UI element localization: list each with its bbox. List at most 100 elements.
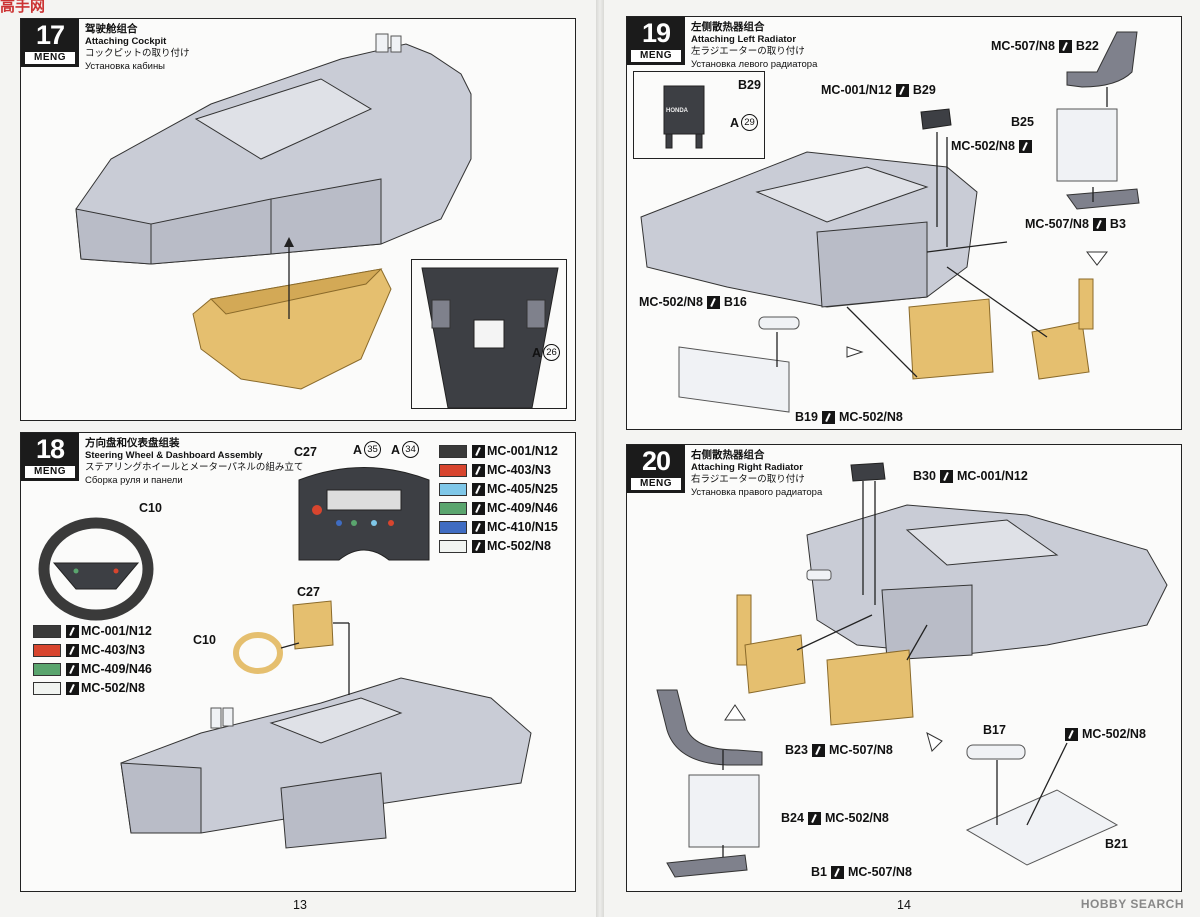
label-c10: C10 <box>139 501 162 515</box>
label-b21: B21 <box>1105 837 1128 851</box>
brush-icon <box>1018 139 1032 153</box>
step-badge: 17 MENG <box>21 19 79 67</box>
title-cn: 右侧散热器组合 <box>691 449 765 461</box>
title-jp: 左ラジエーターの取り付け <box>691 46 805 57</box>
dashboard-panel <box>298 467 430 561</box>
label-c10-small: C10 <box>193 633 216 647</box>
step-17-panel: 17 MENG 驾驶舱组合 Attaching Cockpit コックピットの取… <box>20 18 576 421</box>
step-number: 17 <box>35 20 65 50</box>
label-c27-small: C27 <box>297 585 320 599</box>
brush-icon <box>1058 39 1072 53</box>
paint-row: MC-001/N12 <box>33 623 152 639</box>
paint-row: MC-502/N8 <box>33 680 152 696</box>
paint-legend-left: MC-001/N12 MC-403/N3 MC-409/N46 MC-502/N… <box>33 623 152 696</box>
left-radiator-illustration <box>640 31 1140 413</box>
step-number: 20 <box>641 446 671 476</box>
title-cn: 驾驶舱组合 <box>85 23 138 35</box>
paint-swatch <box>439 520 467 534</box>
brush-icon <box>706 295 720 309</box>
title-en: Attaching Left Radiator <box>691 33 797 45</box>
chassis-assembly-illustration <box>120 600 532 849</box>
right-radiator-illustration <box>656 462 1168 878</box>
step-titles: 方向盘和仪表盘组装 Steering Wheel & Dashboard Ass… <box>85 437 303 487</box>
brush-icon <box>66 643 79 657</box>
title-cn: 方向盘和仪表盘组装 <box>85 437 180 449</box>
brush-icon <box>472 539 485 553</box>
paint-swatch <box>439 539 467 553</box>
brush-icon <box>1092 217 1106 231</box>
page-number-left: 13 <box>293 898 307 912</box>
brush-icon <box>66 624 79 638</box>
brush-icon <box>472 520 485 534</box>
brush-icon <box>472 501 485 515</box>
label-b17: B17 <box>983 723 1006 737</box>
paint-row: MC-409/N46 <box>439 500 558 516</box>
watermark-top: 高手网 <box>0 0 46 15</box>
title-jp: コックピットの取り付け <box>85 48 190 59</box>
step-18-panel: 18 MENG 方向盘和仪表盘组装 Steering Wheel & Dashb… <box>20 432 576 892</box>
page-number-right: 14 <box>897 898 911 912</box>
brush-icon <box>939 469 953 483</box>
brush-icon <box>895 83 909 97</box>
step-titles: 驾驶舱组合 Attaching Cockpit コックピットの取り付け Уста… <box>85 23 190 73</box>
paint-swatch <box>439 482 467 496</box>
step-badge: 18 MENG <box>21 433 79 481</box>
paint-swatch <box>439 444 467 458</box>
watermark-bottom: HOBBY SEARCH <box>1080 897 1184 911</box>
step-badge: 20 MENG <box>627 445 685 493</box>
honda-part <box>663 85 705 149</box>
brand-logo: MENG <box>25 52 75 64</box>
chassis-illustration <box>75 33 472 390</box>
title-en: Attaching Cockpit <box>85 35 167 47</box>
paint-row: MC-410/N15 <box>439 519 558 535</box>
brush-icon <box>66 662 79 676</box>
paint-swatch <box>33 662 61 676</box>
step-number: 18 <box>35 434 65 464</box>
title-ru: Установка кабины <box>85 60 166 72</box>
label-b25: B25 <box>1011 115 1034 129</box>
callout-b25-paint: MC-502/N8 <box>951 139 1034 153</box>
title-en: Steering Wheel & Dashboard Assembly <box>85 449 263 461</box>
title-ru: Сборка руля и панели <box>85 474 183 486</box>
paint-row: MC-502/N8 <box>439 538 558 554</box>
label-c27: C27 <box>294 445 317 459</box>
paint-legend-right: MC-001/N12 MC-403/N3 MC-405/N25 MC-409/N… <box>439 443 558 554</box>
paint-row: MC-403/N3 <box>439 462 558 478</box>
brand-logo: MENG <box>631 50 681 62</box>
brush-icon <box>1065 727 1078 741</box>
page-gutter <box>596 0 604 917</box>
paint-swatch <box>439 463 467 477</box>
title-jp: 右ラジエーターの取り付け <box>691 474 805 485</box>
step-titles: 左侧散热器组合 Attaching Left Radiator 左ラジエーターの… <box>691 21 817 71</box>
step-20-panel: 20 MENG 右侧散热器组合 Attaching Right Radiator… <box>626 444 1182 892</box>
title-jp: ステアリングホイールとメーターパネルの組み立て <box>85 462 304 473</box>
paint-swatch <box>33 643 61 657</box>
paint-row: MC-001/N12 <box>439 443 558 459</box>
paint-swatch <box>33 681 61 695</box>
brush-icon <box>807 811 821 825</box>
callout-b17-paint: MC-502/N8 <box>1063 727 1146 741</box>
paint-row: MC-409/N46 <box>33 661 152 677</box>
brand-logo: MENG <box>25 466 75 478</box>
title-ru: Установка левого радиатора <box>691 58 818 70</box>
paint-swatch <box>439 501 467 515</box>
paint-swatch <box>33 624 61 638</box>
step-19-panel: 19 MENG 左侧散热器组合 Attaching Left Radiator … <box>626 16 1182 430</box>
brush-icon <box>472 463 485 477</box>
paint-row: MC-403/N3 <box>33 642 152 658</box>
title-en: Attaching Right Radiator <box>691 461 803 473</box>
title-ru: Установка правого радиатора <box>691 486 823 498</box>
